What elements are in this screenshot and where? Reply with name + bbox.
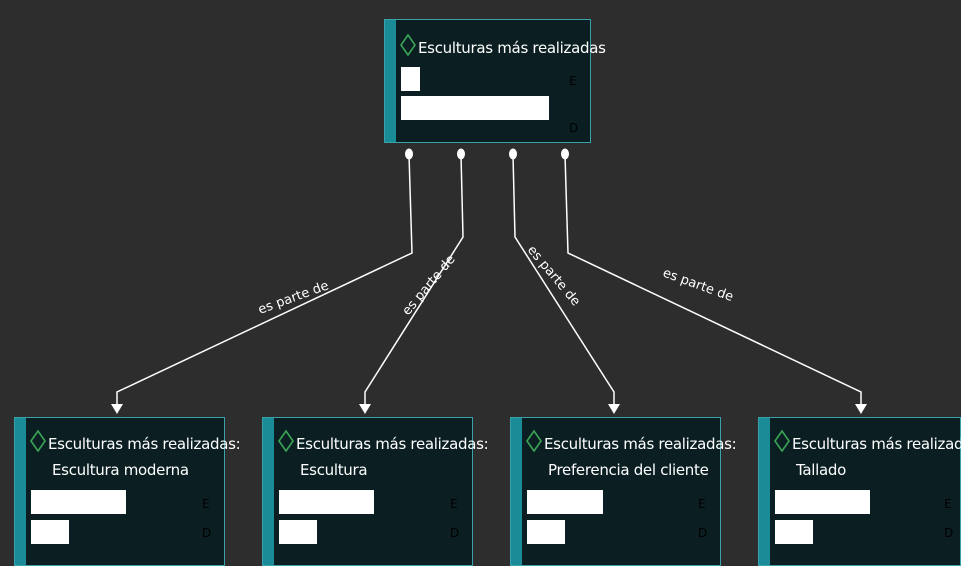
- connector-label: es parte de: [256, 278, 331, 317]
- level-bar-d: [775, 520, 813, 544]
- level-bar-d: [401, 96, 549, 120]
- node-title: Esculturas más realizadas: [418, 39, 606, 57]
- diamond-icon: [774, 430, 790, 452]
- child-node-escultura-moderna[interactable]: Esculturas más realizadas: Escultura mod…: [14, 417, 241, 566]
- node-subtitle: Escultura moderna: [52, 461, 189, 479]
- connector-line: [512, 154, 615, 406]
- level-bar-e: [279, 490, 374, 514]
- level-label-d: D: [202, 526, 212, 540]
- connector-line: [564, 154, 862, 406]
- node-accent-stripe: [511, 418, 522, 565]
- connector-line: [116, 154, 413, 406]
- child-node-escultura[interactable]: Esculturas más realizadas: Escultura E D: [262, 417, 489, 566]
- diamond-icon: [30, 430, 46, 452]
- node-subtitle: Tallado: [796, 461, 846, 479]
- node-accent-stripe: [759, 418, 770, 565]
- level-label-e: E: [450, 497, 458, 511]
- node-title: Esculturas más realizadas:: [544, 435, 737, 453]
- level-bar-e: [31, 490, 126, 514]
- level-bar-d: [527, 520, 565, 544]
- level-label-e: E: [944, 497, 952, 511]
- level-bar-e: [775, 490, 870, 514]
- connector-arrowhead: [608, 404, 620, 414]
- level-bar-e: [401, 67, 420, 91]
- node-subtitle: Escultura: [300, 461, 368, 479]
- connector-start-dot: [509, 148, 517, 160]
- connector-start-dot: [457, 148, 465, 160]
- level-label-e: E: [202, 497, 210, 511]
- diamond-icon: [400, 34, 416, 56]
- level-bar-d: [279, 520, 317, 544]
- node-accent-stripe: [385, 20, 396, 142]
- level-label-e: E: [569, 74, 577, 88]
- connector-arrowhead: [359, 404, 371, 414]
- connector-arrowhead: [111, 404, 123, 414]
- level-bar-d: [31, 520, 69, 544]
- node-subtitle: Preferencia del cliente: [548, 461, 709, 479]
- level-label-e: E: [698, 497, 706, 511]
- diamond-icon: [278, 430, 294, 452]
- child-node-tallado[interactable]: Esculturas más realizadas: Tallado E D: [758, 417, 961, 566]
- connector-label: es parte de: [661, 266, 736, 305]
- node-title: Esculturas más realizadas:: [48, 435, 241, 453]
- level-label-d: D: [944, 526, 954, 540]
- diamond-icon: [526, 430, 542, 452]
- level-label-d: D: [698, 526, 708, 540]
- connector-start-dot: [405, 148, 413, 160]
- level-bar-e: [527, 490, 603, 514]
- node-title: Esculturas más realizadas:: [296, 435, 489, 453]
- connector-start-dot: [561, 148, 569, 160]
- root-node[interactable]: Esculturas más realizadas E D: [384, 19, 606, 143]
- connector-line: [364, 154, 464, 406]
- node-accent-stripe: [263, 418, 274, 565]
- level-label-d: D: [569, 121, 579, 135]
- connector-label: es parte de: [524, 243, 583, 309]
- connector-label: es parte de: [400, 252, 459, 318]
- node-title: Esculturas más realizadas:: [792, 435, 961, 453]
- child-node-preferencia-del-cliente[interactable]: Esculturas más realizadas: Preferencia d…: [510, 417, 737, 566]
- node-accent-stripe: [15, 418, 26, 565]
- connector-arrowhead: [855, 404, 867, 414]
- level-label-d: D: [450, 526, 460, 540]
